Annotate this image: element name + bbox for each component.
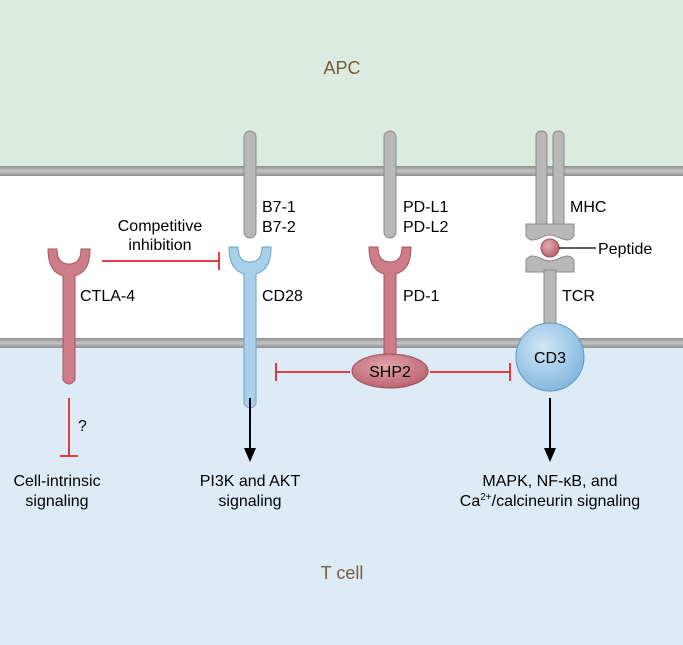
shp2-blob [351, 353, 429, 389]
inhibition-label: inhibition [128, 237, 191, 254]
pdl1-label: PD-L1 [403, 199, 448, 216]
cd3-sphere [515, 322, 585, 392]
peptide-ball [540, 238, 560, 258]
competitive-label: Competitive [118, 218, 203, 235]
b7-2-label: B7-2 [262, 219, 296, 236]
cd3-arrowhead [544, 448, 556, 462]
cd28-label: CD28 [262, 288, 303, 305]
tcr-cup [525, 255, 575, 273]
cell-intrinsic-line1: Cell-intrinsic [13, 473, 100, 490]
mhc-stalk-right [552, 130, 565, 228]
b7-1-label: B7-1 [262, 199, 296, 216]
mapk-line2: Ca2+/calcineurin signaling [460, 492, 640, 510]
cd3-label: CD3 [534, 350, 566, 367]
mapk-ca-superscript: 2+ [480, 492, 492, 503]
mapk-line1: MAPK, NF-κB, and [482, 473, 617, 490]
pi3k-line1: PI3K and AKT [200, 473, 301, 490]
cell-intrinsic-line2: signaling [25, 493, 88, 510]
pdl2-label: PD-L2 [403, 219, 448, 236]
mhc-stalk-left [535, 130, 548, 228]
ctla4-receptor [47, 248, 91, 385]
apc-label: APC [323, 58, 360, 78]
mhc-label: MHC [570, 199, 606, 216]
cd28-receptor-head [228, 246, 272, 409]
intermembrane-space [0, 170, 683, 344]
question-mark: ? [78, 418, 87, 435]
b7-stalk [243, 130, 257, 239]
tcell-label: T cell [321, 563, 364, 583]
tcell-membrane [0, 338, 683, 348]
tcell-region [0, 344, 683, 645]
peptide-label: Peptide [598, 241, 652, 258]
tcr-label: TCR [562, 288, 595, 305]
pd1-receptor [368, 246, 412, 363]
mapk-ca-text: Ca [460, 493, 481, 510]
pd1-label: PD-1 [403, 288, 440, 305]
mapk-calcineurin-text: /calcineurin signaling [492, 493, 641, 510]
ctla4-label: CTLA-4 [80, 288, 135, 305]
apc-region [0, 0, 683, 170]
cd28-arrowhead [244, 448, 256, 462]
pdl-stalk [383, 130, 397, 239]
mhc-cup [525, 223, 575, 241]
pi3k-line2: signaling [218, 493, 281, 510]
shp2-label: SHP2 [369, 364, 411, 381]
apc-membrane [0, 166, 683, 176]
